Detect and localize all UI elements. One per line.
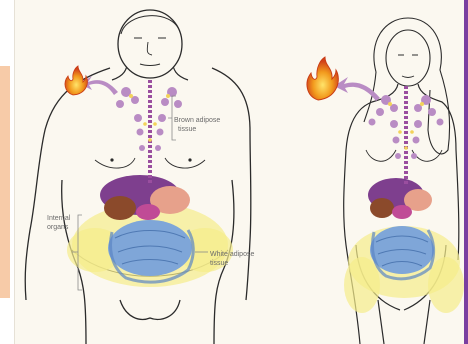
white-adipose-label-2: tissue (210, 260, 228, 267)
male-head (118, 10, 182, 78)
female-figure (307, 18, 464, 344)
brown-adipose-label-2: tissue (178, 126, 196, 133)
male-figure: Brown adipose tissue Internal organs Whi… (25, 10, 254, 344)
internal-organs-label-2: organs (47, 224, 69, 231)
brown-adipose-label: Brown adipose (174, 117, 220, 124)
internal-organs-label: Internal (47, 215, 71, 222)
white-adipose-label: White adipose (210, 251, 254, 258)
flame-icon (307, 57, 338, 100)
flame-icon (65, 66, 87, 95)
